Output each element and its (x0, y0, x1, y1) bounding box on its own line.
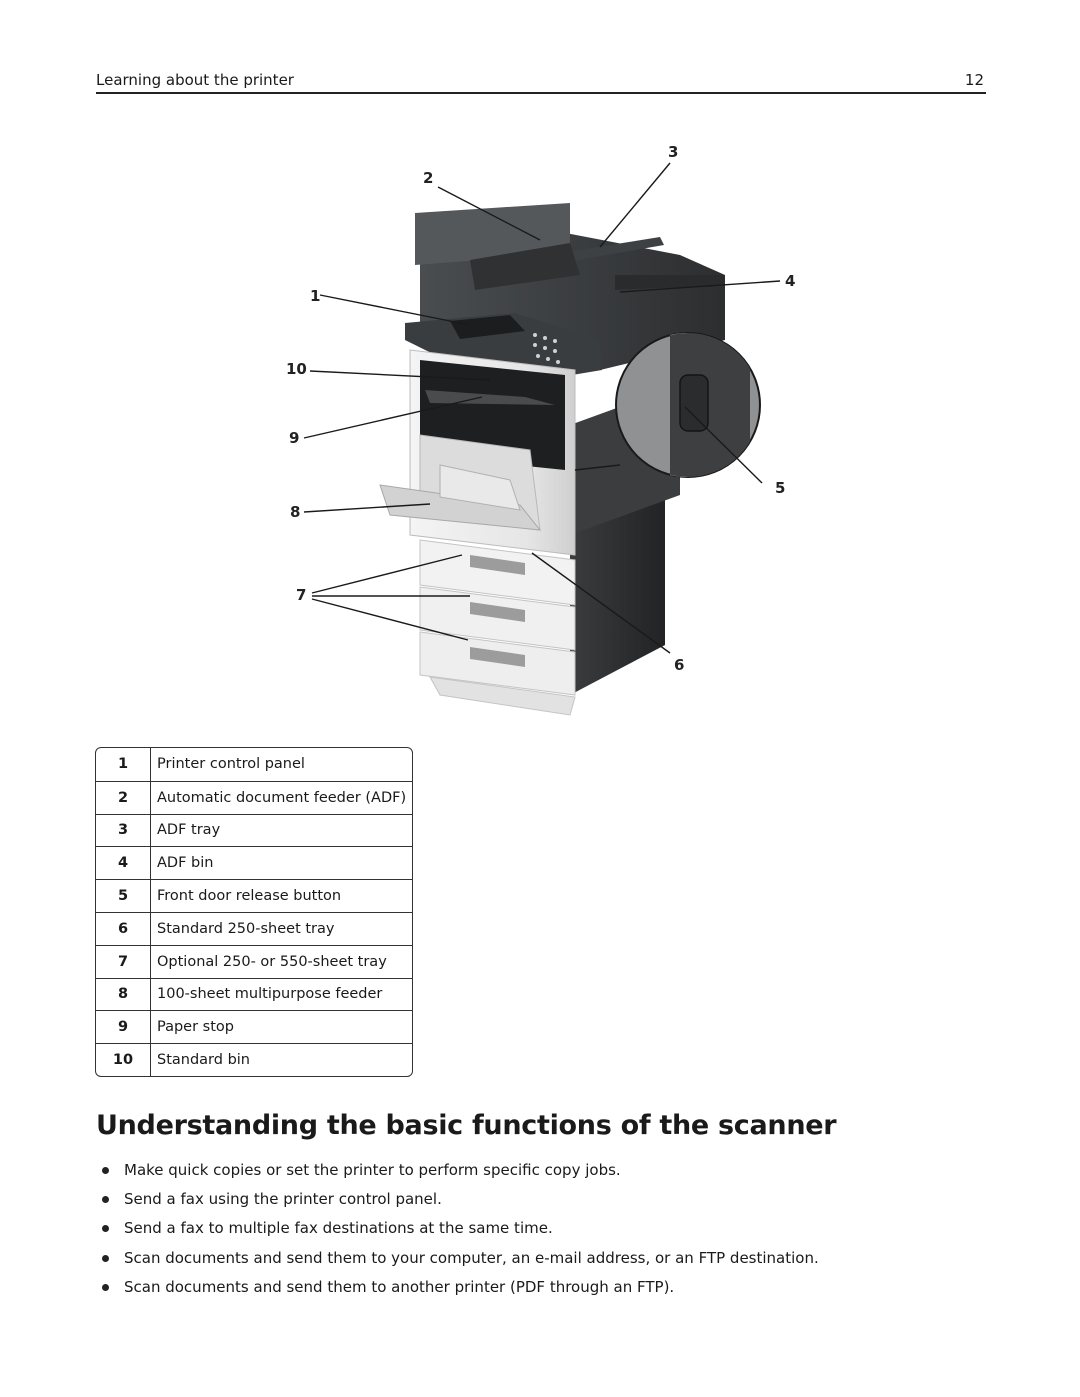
table-row: 4 ADF bin (96, 846, 412, 880)
legend-number: 10 (96, 1044, 151, 1076)
legend-description: Paper stop (157, 1019, 234, 1036)
callout-7: 7 (296, 586, 307, 604)
legend-description: Front door release button (157, 888, 342, 905)
page-number: 12 (964, 71, 984, 89)
callout-9: 9 (289, 429, 300, 447)
table-row: 9 Paper stop (96, 1010, 412, 1044)
list-item: Make quick copies or set the printer to … (100, 1156, 819, 1185)
callout-5: 5 (775, 479, 786, 497)
section-title: Learning about the printer (96, 71, 294, 89)
list-item: Send a fax using the printer control pan… (100, 1185, 819, 1214)
callout-3: 3 (668, 143, 679, 161)
bullet-icon (102, 1254, 109, 1262)
legend-number: 6 (96, 912, 151, 945)
legend-number: 4 (96, 847, 151, 880)
table-row: 8 100‑sheet multipurpose feeder (96, 977, 412, 1011)
table-row: 7 Optional 250‑ or 550‑sheet tray (96, 944, 412, 978)
callout-2: 2 (423, 169, 434, 187)
table-row: 5 Front door release button (96, 879, 412, 912)
list-item-text: Send a fax to multiple fax destinations … (124, 1219, 553, 1238)
bullet-icon (102, 1283, 109, 1291)
callout-10: 10 (286, 360, 307, 378)
legend-number: 5 (96, 880, 151, 912)
legend-number: 2 (96, 781, 151, 814)
legend-number: 3 (96, 814, 151, 847)
bullet-icon (102, 1167, 109, 1174)
legend-description: ADF bin (157, 855, 214, 872)
list-item-text: Scan documents and send them to your com… (124, 1248, 819, 1267)
scanner-functions-list: Make quick copies or set the printer to … (100, 1156, 819, 1302)
page-header: Learning about the printer 12 (96, 70, 986, 94)
legend-description: ADF tray (157, 822, 221, 839)
bullet-icon (102, 1225, 109, 1233)
legend-description: Optional 250‑ or 550‑sheet tray (157, 953, 387, 970)
legend-description: 100‑sheet multipurpose feeder (157, 986, 383, 1003)
callout-1: 1 (310, 287, 321, 305)
list-item-text: Make quick copies or set the printer to … (124, 1161, 621, 1179)
legend-description: Printer control panel (157, 756, 305, 773)
bullet-icon (102, 1196, 109, 1204)
callout-6: 6 (674, 656, 685, 674)
table-row: 1 Printer control panel (96, 748, 412, 781)
table-row: 6 Standard 250‑sheet tray (96, 911, 412, 945)
callout-4: 4 (785, 272, 796, 290)
list-item: Send a fax to multiple fax destinations … (100, 1214, 819, 1243)
table-row: 3 ADF tray (96, 813, 412, 847)
legend-number: 8 (96, 978, 151, 1011)
list-item-text: Send a fax using the printer control pan… (124, 1190, 442, 1209)
section-heading: Understanding the basic functions of the… (96, 1110, 837, 1141)
legend-number: 7 (96, 945, 151, 978)
printer-illustration: 1 2 3 4 5 6 7 8 9 10 (270, 135, 830, 735)
list-item: Scan documents and send them to another … (100, 1273, 819, 1302)
legend-description: Automatic document feeder (ADF) (157, 789, 407, 806)
callout-legend-table: 1 Printer control panel 2 Automatic docu… (95, 747, 413, 1077)
legend-description: Standard 250‑sheet tray (157, 920, 335, 937)
callout-8: 8 (290, 503, 301, 521)
table-row: 2 Automatic document feeder (ADF) (96, 780, 412, 814)
printer-drawing (303, 162, 781, 716)
legend-description: Standard bin (157, 1052, 250, 1069)
list-item: Scan documents and send them to your com… (100, 1244, 819, 1273)
legend-number: 1 (96, 748, 151, 781)
table-row: 10 Standard bin (96, 1043, 412, 1076)
legend-number: 9 (96, 1011, 151, 1044)
list-item-text: Scan documents and send them to another … (124, 1277, 675, 1296)
